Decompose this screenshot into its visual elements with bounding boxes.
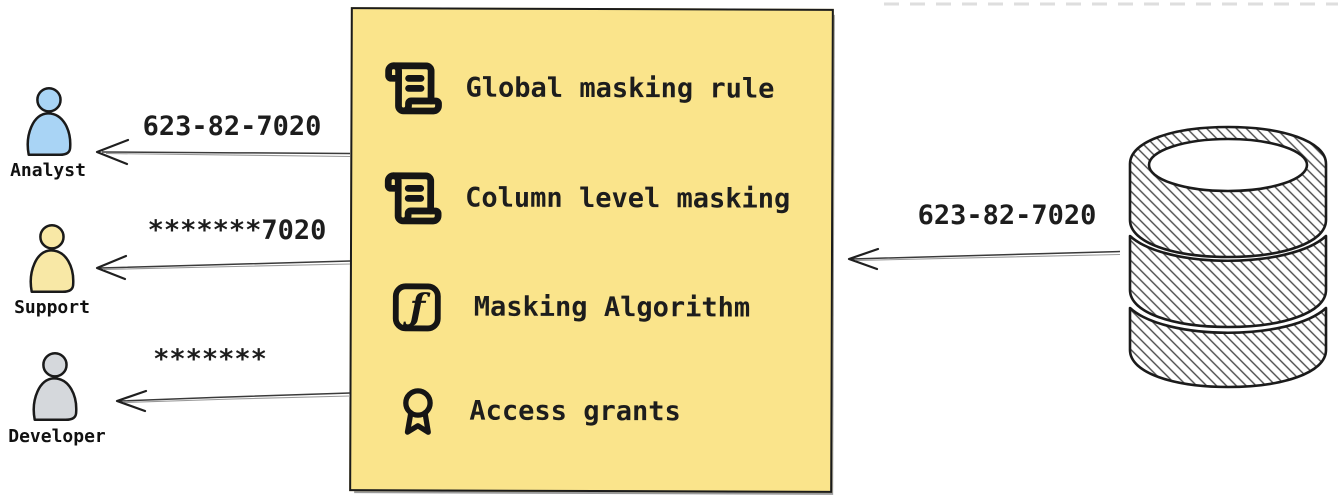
support-person-icon (29, 223, 75, 294)
masking-box: Global masking rule Column level masking… (349, 7, 834, 493)
database-icon (1128, 125, 1328, 389)
scroll-text-icon (384, 172, 442, 225)
support-label: Support (14, 297, 90, 318)
arrow-from-database (847, 247, 1121, 271)
support-value-label: *******7020 (147, 215, 327, 246)
masking-algorithm-row: ƒ Masking Algorithm (389, 279, 751, 336)
analyst-person-icon (26, 86, 72, 157)
masking-rule-row: Global masking rule (383, 57, 774, 120)
arrow-to-developer (115, 389, 351, 413)
analyst-value-label: 623-82-7020 (142, 111, 322, 142)
access-grants-row: Access grants (391, 377, 681, 446)
scroll-text-icon (385, 62, 442, 115)
arrow-to-analyst (95, 138, 351, 166)
database-value-label: 623-82-7020 (917, 200, 1097, 231)
developer-value-label: ******* (153, 344, 267, 375)
arrow-to-support (95, 254, 351, 281)
function-square-icon: ƒ (392, 283, 441, 332)
column-masking-row: Column level masking (383, 167, 790, 230)
analyst-label: Analyst (10, 160, 86, 181)
developer-person-icon (32, 351, 78, 422)
award-icon (403, 388, 433, 435)
developer-label: Developer (8, 426, 106, 447)
